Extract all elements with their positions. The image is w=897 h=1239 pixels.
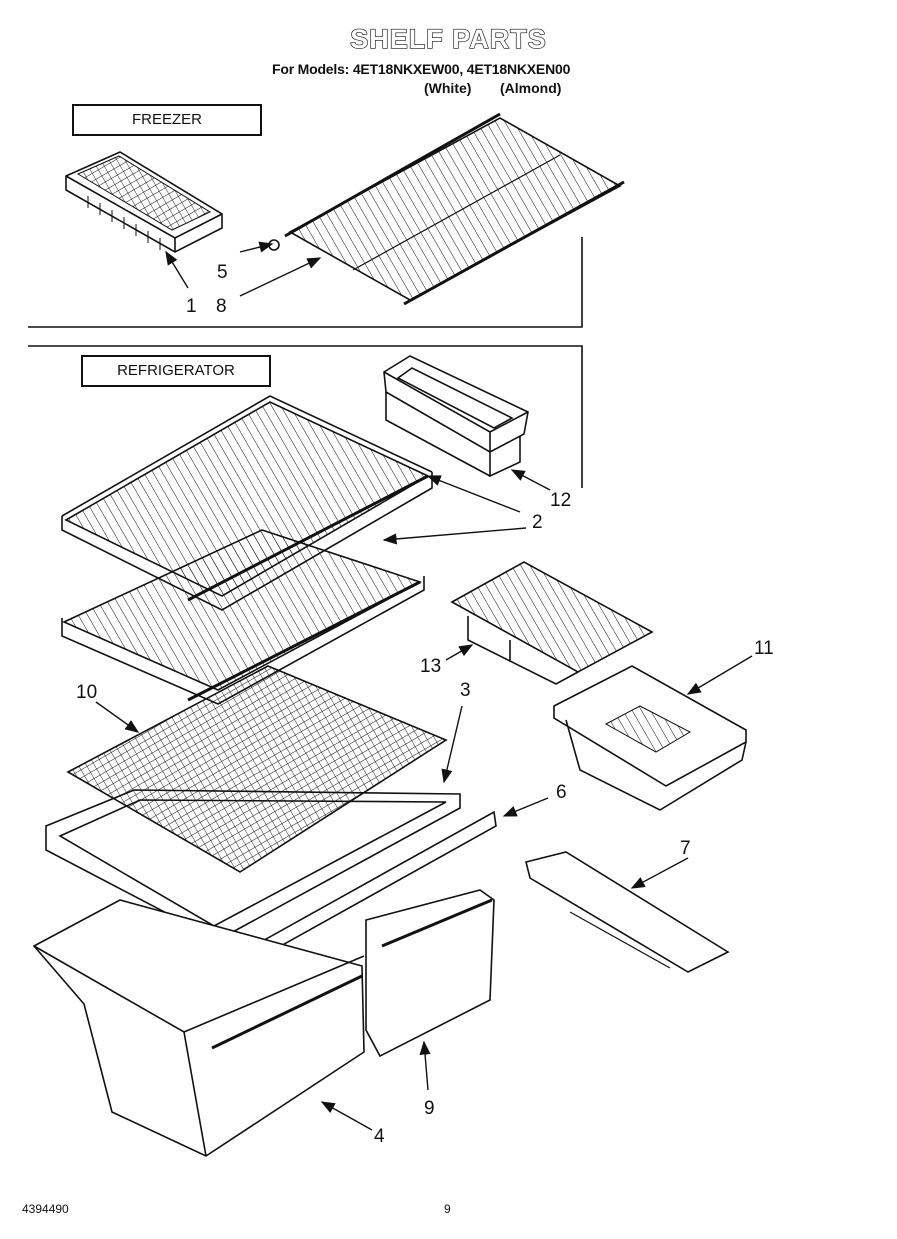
finish-almond: (Almond) (500, 80, 562, 96)
callout-5: 5 (217, 262, 228, 283)
ice-tray (65, 151, 223, 253)
callout-7: 7 (680, 838, 691, 859)
callout-12: 12 (550, 490, 572, 511)
callout-2: 2 (532, 512, 543, 533)
callout-11: 11 (754, 638, 774, 659)
callout-3: 3 (460, 680, 471, 701)
crisper-drawer-large (32, 899, 365, 1157)
doc-number: 4394490 (22, 1202, 69, 1216)
freezer-wire-shelf (284, 112, 625, 306)
freezer-section-label: FREEZER (72, 104, 262, 136)
callout-10: 10 (76, 682, 98, 703)
callout-13: 13 (420, 656, 442, 677)
snap-on-shelf (450, 561, 654, 685)
callout-8: 8 (216, 296, 227, 317)
page-number: 9 (444, 1202, 451, 1216)
callout-6: 6 (556, 782, 567, 803)
callout-4: 4 (374, 1126, 385, 1147)
door-bin (383, 355, 529, 478)
finish-white: (White) (424, 80, 472, 96)
leader-lines (95, 241, 753, 1131)
cover-support (525, 851, 730, 973)
crisper-drawer-small (365, 889, 495, 1058)
utility-bin (553, 665, 747, 811)
crisper-cover (45, 665, 461, 941)
page-title: SHELF PARTS (350, 23, 547, 54)
callout-1: 1 (186, 296, 197, 317)
callout-9: 9 (424, 1098, 435, 1119)
models-line: For Models: 4ET18NKXEW00, 4ET18NKXEN00 (272, 61, 571, 77)
refrigerator-section-label: REFRIGERATOR (81, 355, 271, 387)
